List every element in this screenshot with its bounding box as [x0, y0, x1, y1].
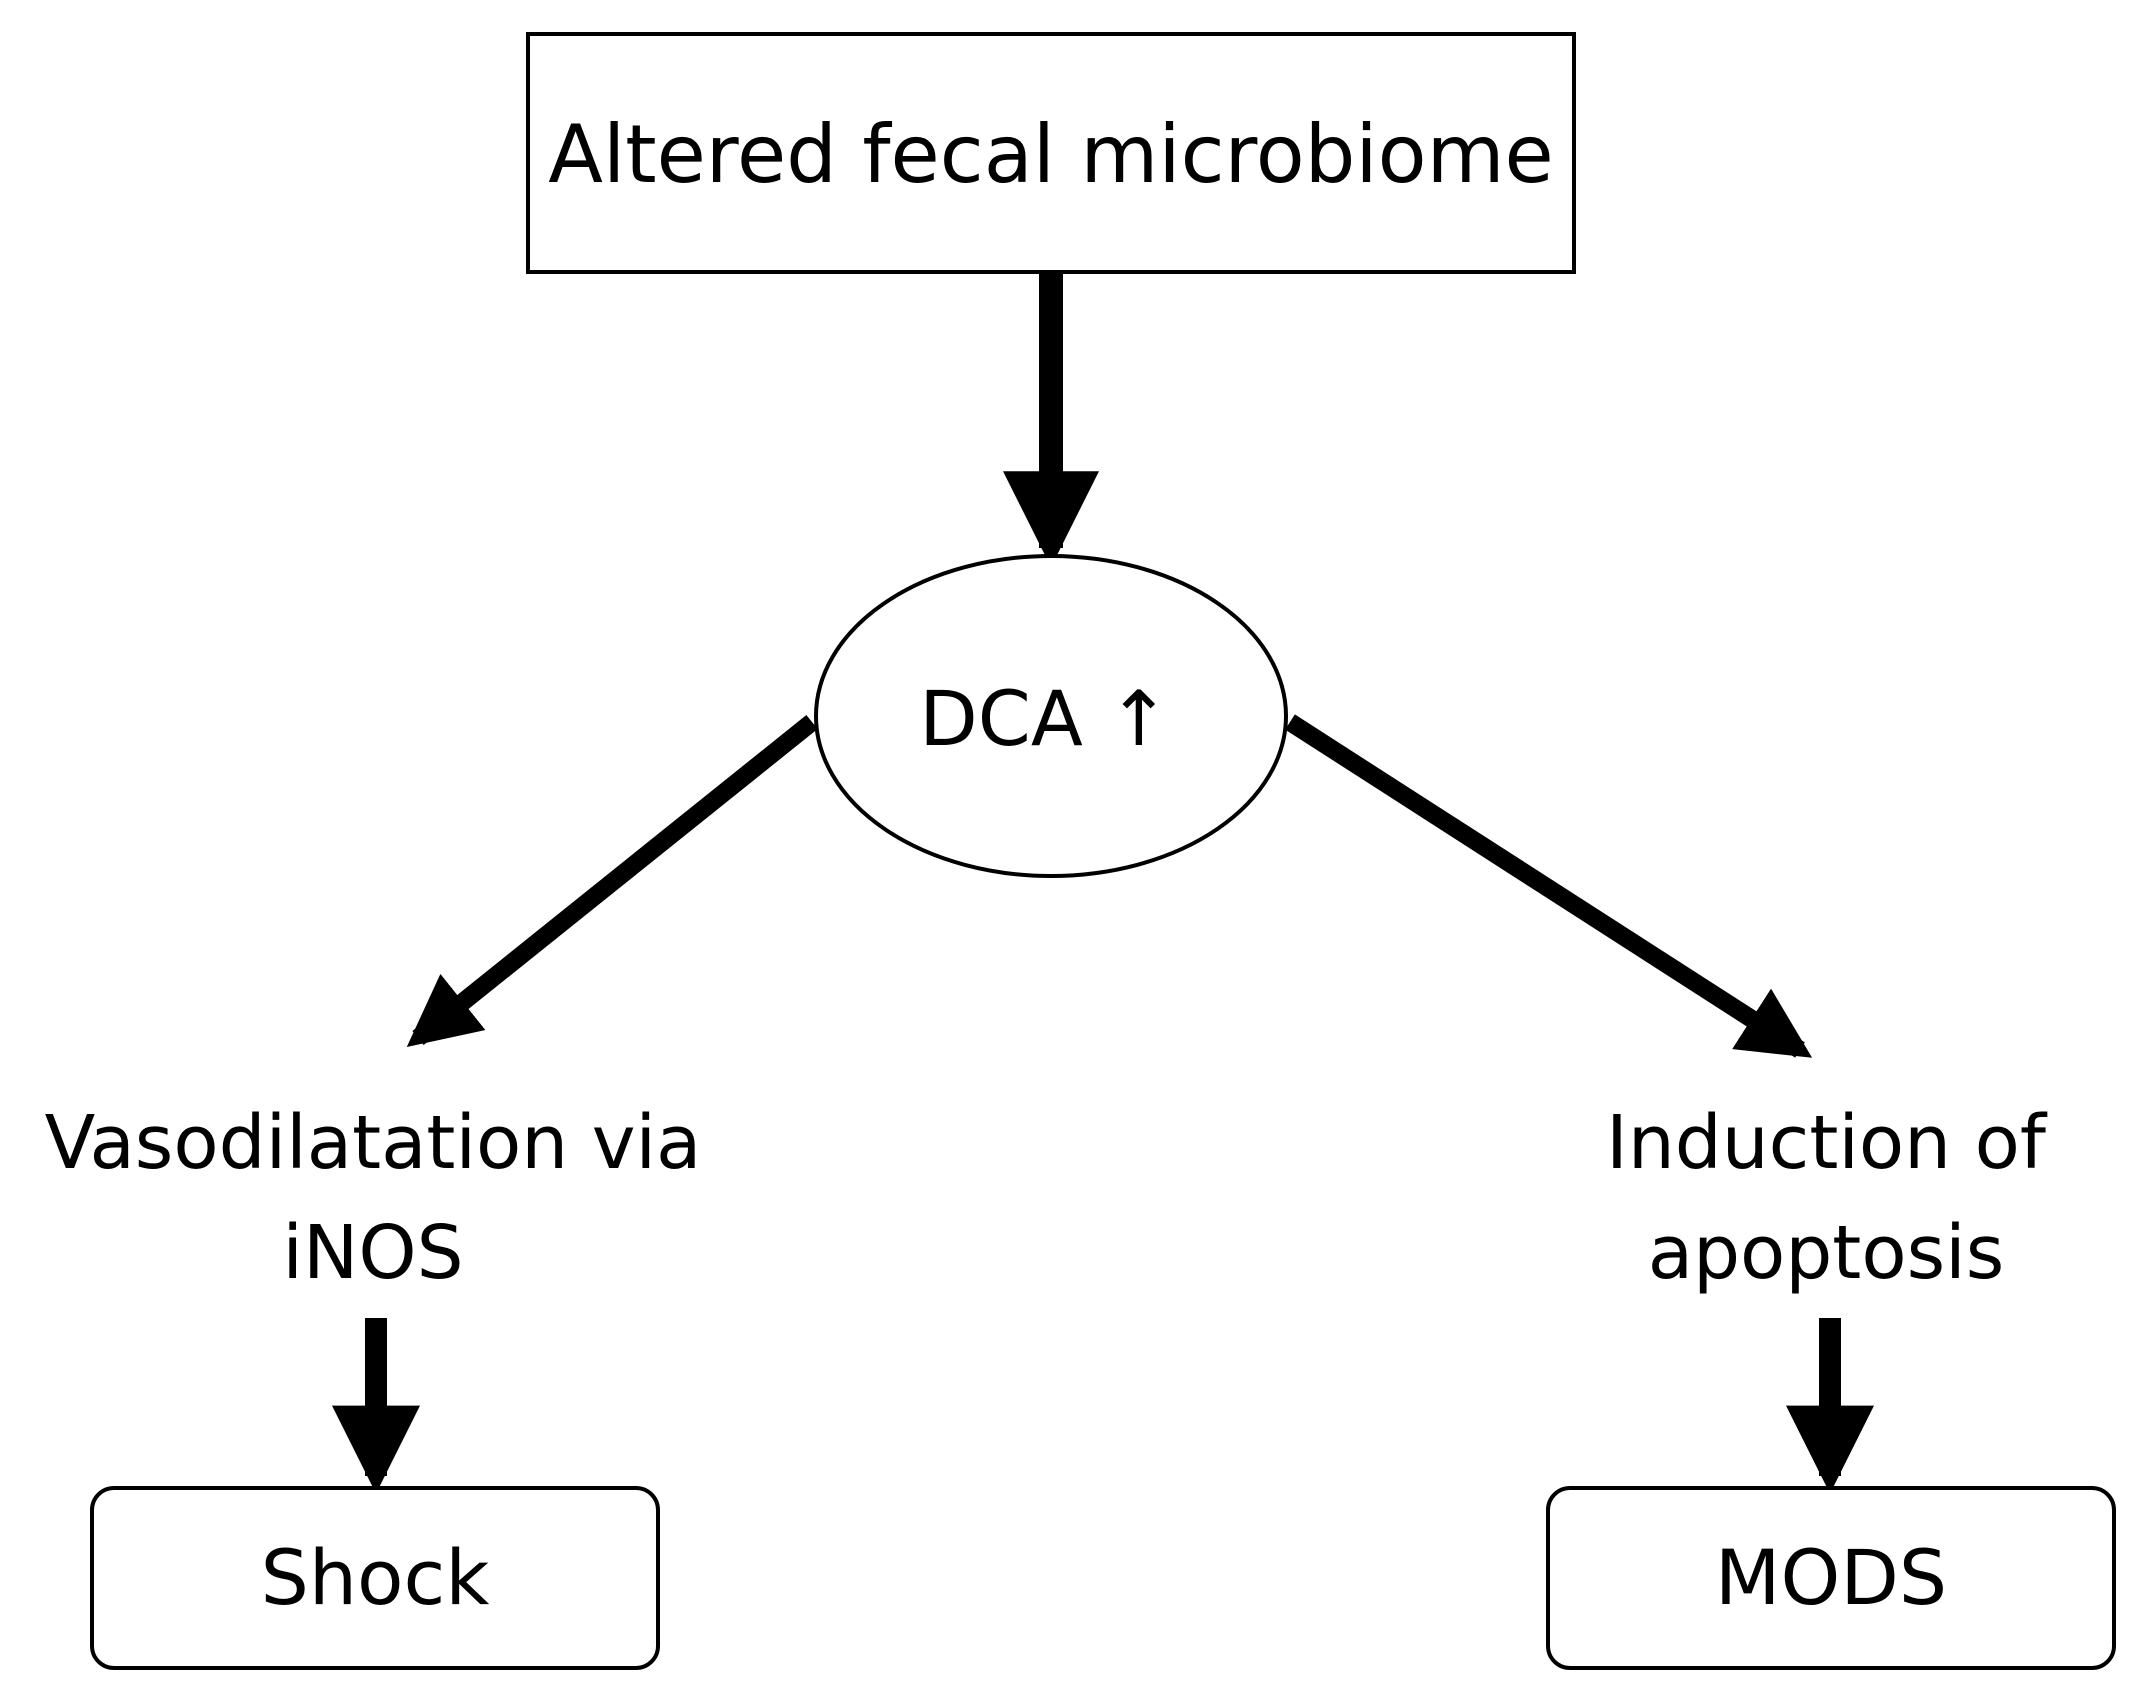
- right-outcome-box: [1546, 1486, 2116, 1670]
- right-outcome-label: MODS: [1715, 1533, 1947, 1622]
- left-outcome-box: [90, 1486, 660, 1670]
- left-effect-line1: Vasodilatation via: [45, 1100, 702, 1186]
- center-node-ellipse: [814, 554, 1288, 878]
- top-node-box: [526, 32, 1576, 274]
- arrow-center-to-right: [1285, 714, 1813, 1058]
- center-node-label: DCA ↑: [919, 674, 1170, 763]
- center-node: DCA ↑: [814, 554, 1288, 878]
- left-outcome: Shock: [90, 1486, 660, 1670]
- left-effect: Vasodilatation via iNOS: [45, 1100, 702, 1296]
- left-outcome-label: Shock: [261, 1533, 490, 1622]
- right-effect: Induction of apoptosis: [1606, 1100, 2048, 1296]
- right-effect-line1: Induction of: [1606, 1100, 2048, 1186]
- right-effect-line2: apoptosis: [1648, 1210, 2005, 1296]
- right-outcome: MODS: [1546, 1486, 2116, 1670]
- top-node: Altered fecal microbiome: [526, 32, 1576, 274]
- top-node-label: Altered fecal microbiome: [548, 108, 1553, 201]
- left-effect-line2: iNOS: [282, 1210, 463, 1296]
- arrow-center-to-left: [406, 714, 818, 1048]
